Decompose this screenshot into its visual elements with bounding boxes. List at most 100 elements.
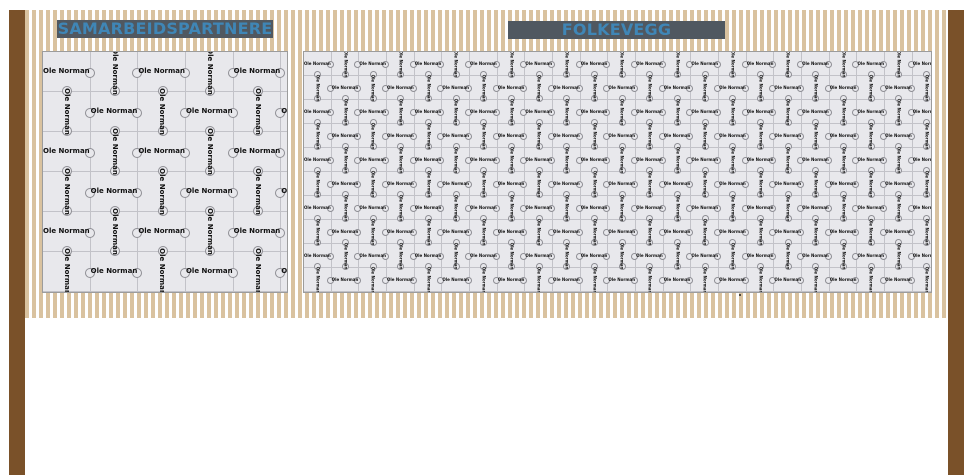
puzzle-piece-name: Ole Norman: [719, 84, 746, 90]
puzzle-piece: Ole Norman: [138, 248, 190, 292]
puzzle-knob: [548, 276, 556, 284]
puzzle-piece: Ole Norman: [885, 52, 915, 78]
puzzle-piece: Ole Norman: [636, 266, 666, 292]
puzzle-knob: [326, 60, 334, 68]
puzzle-piece-name: Ole Norman: [370, 122, 376, 149]
puzzle-knob: [867, 215, 875, 222]
puzzle-knob: [631, 252, 639, 260]
puzzle-piece: Ole Norman: [608, 52, 639, 78]
puzzle-knob: [701, 119, 709, 126]
puzzle-knob: [646, 95, 654, 102]
puzzle-piece: Ole Norman: [746, 74, 777, 102]
puzzle-piece-name: Ole Norman: [315, 74, 321, 101]
puzzle-piece-name: Ole Norman: [730, 51, 736, 77]
puzzle-piece-name: Ole Norman: [442, 180, 470, 186]
puzzle-piece-name: Ole Norman: [841, 194, 847, 221]
puzzle-piece-name: Ole Norman: [359, 156, 387, 162]
puzzle-knob: [840, 215, 848, 222]
puzzle-piece-name: Ole Norman: [829, 132, 857, 138]
puzzle-knob: [824, 60, 832, 68]
puzzle-knob: [729, 119, 737, 126]
puzzle-piece: Ole Norman: [663, 98, 694, 126]
puzzle-knob: [895, 191, 903, 198]
puzzle-piece-name: Ole Norman: [281, 187, 288, 195]
puzzle-piece-name: Ole Norman: [414, 156, 442, 162]
puzzle-piece-name: Ole Norman: [608, 132, 636, 138]
puzzle-piece: Ole Norman: [857, 100, 888, 126]
puzzle-piece-name: Ole Norman: [110, 51, 119, 95]
puzzle-piece-name: Ole Norman: [509, 98, 515, 125]
puzzle-knob: [275, 267, 286, 278]
puzzle-knob: [508, 119, 516, 126]
puzzle-knob: [714, 252, 722, 260]
puzzle-knob: [548, 228, 556, 236]
puzzle-knob: [535, 143, 543, 150]
puzzle-knob: [252, 86, 263, 96]
puzzle-piece-name: Ole Norman: [497, 132, 525, 138]
puzzle-knob: [741, 84, 749, 92]
puzzle-knob: [784, 167, 792, 174]
puzzle-knob: [714, 84, 722, 92]
puzzle-knob: [812, 239, 820, 246]
puzzle-piece: Ole Norman: [608, 146, 639, 174]
puzzle-piece-name: Ole Norman: [719, 276, 746, 282]
puzzle-knob: [84, 147, 95, 158]
puzzle-knob: [492, 108, 500, 116]
puzzle-piece-name: Ole Norman: [774, 180, 802, 186]
puzzle-piece: Ole Norman: [774, 242, 805, 270]
puzzle-piece: Ole Norman: [525, 244, 556, 270]
puzzle-piece-name: Ole Norman: [553, 180, 580, 186]
puzzle-piece-name: Ole Norman: [619, 242, 625, 269]
puzzle-knob: [867, 167, 875, 174]
puzzle-piece: Ole Norman: [885, 220, 915, 246]
puzzle-piece-name: Ole Norman: [481, 170, 487, 197]
puzzle-piece: Ole Norman: [359, 244, 390, 270]
puzzle-piece-name: Ole Norman: [564, 242, 570, 269]
puzzle-piece-name: Ole Norman: [497, 84, 525, 90]
puzzle-piece: Ole Norman: [43, 132, 95, 176]
puzzle-piece-name: Ole Norman: [398, 146, 404, 173]
puzzle-piece: Ole Norman: [233, 88, 286, 136]
puzzle-piece: Ole Norman: [470, 122, 500, 150]
puzzle-piece: Ole Norman: [387, 98, 417, 126]
puzzle-piece: Ole Norman: [829, 146, 860, 174]
puzzle-knob: [520, 180, 528, 188]
puzzle-piece: Ole Norman: [233, 212, 286, 256]
puzzle-knob: [369, 119, 377, 126]
puzzle-piece: Ole Norman: [746, 244, 777, 270]
puzzle-knob: [907, 276, 915, 284]
puzzle-piece-name: Ole Norman: [619, 146, 625, 173]
puzzle-knob: [326, 228, 334, 236]
puzzle-knob: [492, 84, 500, 92]
puzzle-piece-name: Ole Norman: [442, 84, 470, 90]
puzzle-piece: Ole Norman: [857, 74, 888, 102]
puzzle-knob: [729, 215, 737, 222]
puzzle-knob: [314, 263, 322, 270]
puzzle-knob: [397, 239, 405, 246]
puzzle-knob: [314, 143, 322, 150]
puzzle-piece: Ole Norman: [414, 100, 445, 126]
puzzle-piece-name: Ole Norman: [387, 180, 414, 186]
puzzle-piece-name: Ole Norman: [785, 51, 791, 77]
puzzle-piece-name: Ole Norman: [442, 276, 470, 282]
puzzle-piece-name: Ole Norman: [43, 67, 90, 75]
puzzle-piece: Ole Norman: [138, 88, 190, 136]
puzzle-piece-name: Ole Norman: [62, 168, 71, 215]
puzzle-knob: [757, 239, 765, 246]
puzzle-piece-name: Ole Norman: [398, 98, 404, 125]
puzzle-knob: [631, 84, 639, 92]
puzzle-piece-name: Ole Norman: [758, 266, 764, 293]
puzzle-knob: [729, 95, 737, 102]
puzzle-piece: Ole Norman: [774, 51, 805, 78]
puzzle-knob: [646, 119, 654, 126]
puzzle-knob: [840, 119, 848, 126]
puzzle-piece: Ole Norman: [774, 268, 805, 292]
puzzle-piece: Ole Norman: [719, 172, 749, 198]
puzzle-knob: [397, 263, 405, 270]
puzzle-piece: Ole Norman: [912, 244, 931, 270]
puzzle-knob: [465, 204, 473, 212]
puzzle-knob: [880, 156, 888, 164]
puzzle-knob: [382, 108, 390, 116]
puzzle-knob: [618, 191, 626, 198]
